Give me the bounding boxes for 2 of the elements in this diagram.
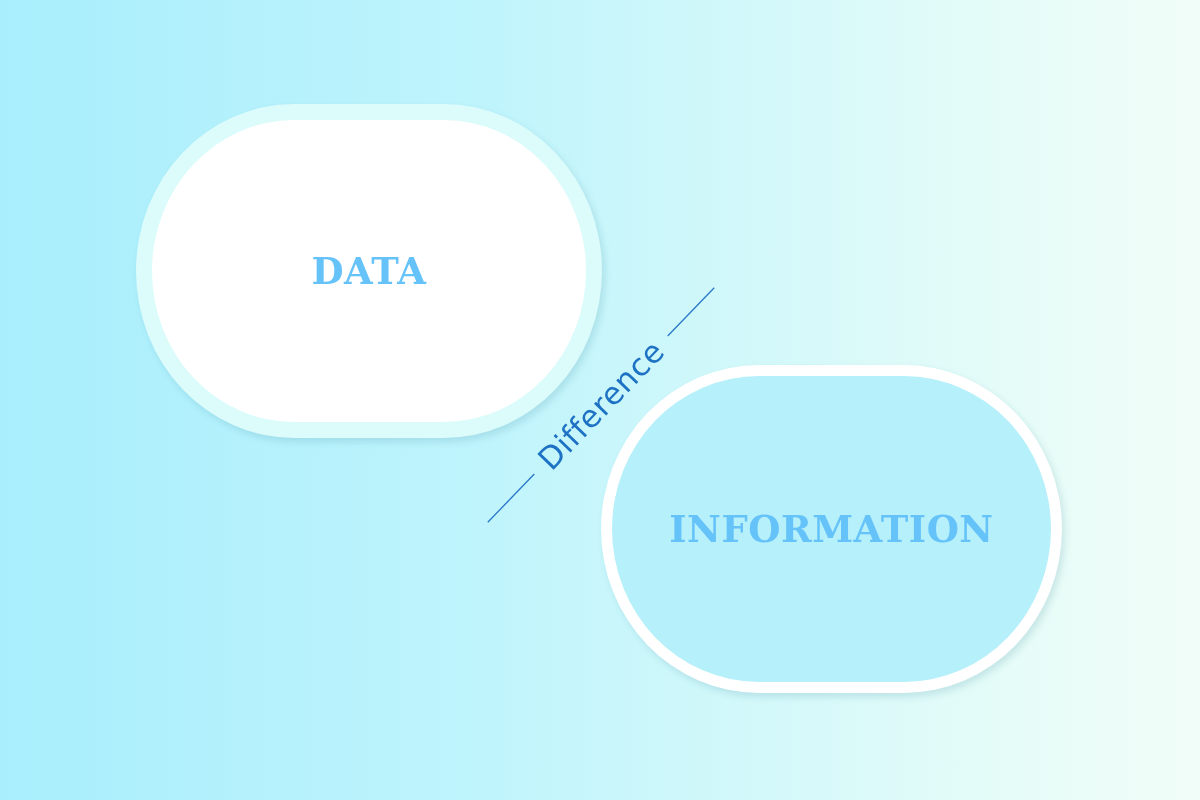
- node-title: INFORMATION: [669, 508, 994, 550]
- node-title: DATA: [311, 250, 427, 292]
